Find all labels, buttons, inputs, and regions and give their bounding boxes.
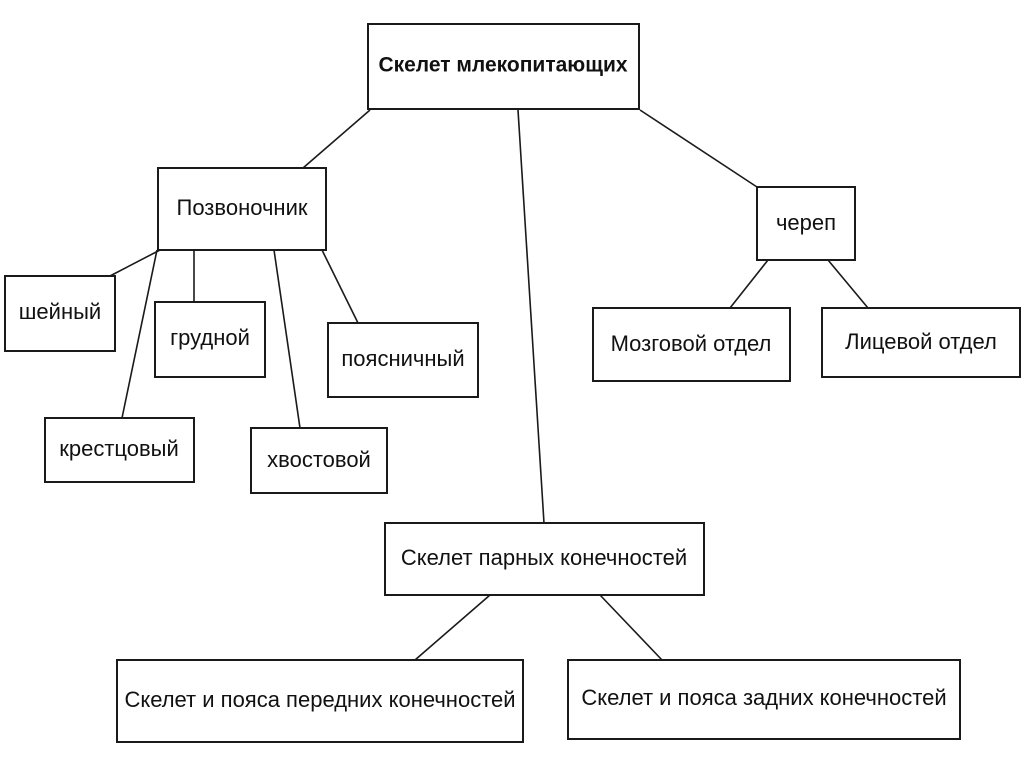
- edge-spine-sacral: [121, 249, 158, 419]
- connectors: [109, 109, 869, 661]
- node-brain-section: Мозговой отдел: [592, 307, 791, 382]
- front-limbs-label: Скелет и пояса передних конечностей: [124, 687, 515, 712]
- skull-label: череп: [776, 210, 836, 235]
- node-facial-section: Лицевой отдел: [821, 307, 1021, 378]
- node-lumbar: поясничный: [327, 322, 479, 398]
- node-spine: Позвоночник: [157, 167, 327, 251]
- edge-root-skull: [639, 109, 758, 188]
- edge-root-spine: [302, 109, 371, 169]
- node-thoracic: грудной: [154, 301, 266, 378]
- lumbar-label: поясничный: [341, 346, 464, 371]
- edge-spine-caudal: [273, 249, 301, 429]
- node-caudal: хвостовой: [250, 427, 388, 494]
- facial-section-label: Лицевой отдел: [845, 329, 997, 354]
- node-hind-limbs: Скелет и пояса задних конечностей: [567, 659, 961, 740]
- edge-limbs-front: [414, 594, 491, 661]
- hind-limbs-label: Скелет и пояса задних конечностей: [581, 685, 946, 710]
- node-skull: череп: [756, 186, 856, 261]
- edge-spine-lumbar: [321, 249, 359, 324]
- node-root: Скелет млекопитающих: [367, 23, 640, 110]
- thoracic-label: грудной: [170, 325, 250, 350]
- root-label: Скелет млекопитающих: [378, 54, 627, 77]
- cervical-label: шейный: [19, 299, 101, 324]
- node-front-limbs: Скелет и пояса передних конечностей: [116, 659, 524, 743]
- edge-skull-facial: [827, 259, 869, 309]
- spine-label: Позвоночник: [177, 195, 308, 220]
- edge-spine-cervical: [109, 249, 161, 277]
- limbs-label: Скелет парных конечностей: [401, 545, 687, 570]
- sacral-label: крестцовый: [59, 436, 179, 461]
- edge-root-limbs: [517, 109, 545, 524]
- caudal-label: хвостовой: [267, 447, 371, 472]
- node-cervical: шейный: [4, 275, 116, 352]
- edge-skull-brain: [729, 259, 769, 309]
- node-sacral: крестцовый: [44, 417, 195, 483]
- brain-section-label: Мозговой отдел: [611, 331, 772, 356]
- edge-limbs-hind: [599, 594, 663, 661]
- node-limbs: Скелет парных конечностей: [384, 522, 705, 596]
